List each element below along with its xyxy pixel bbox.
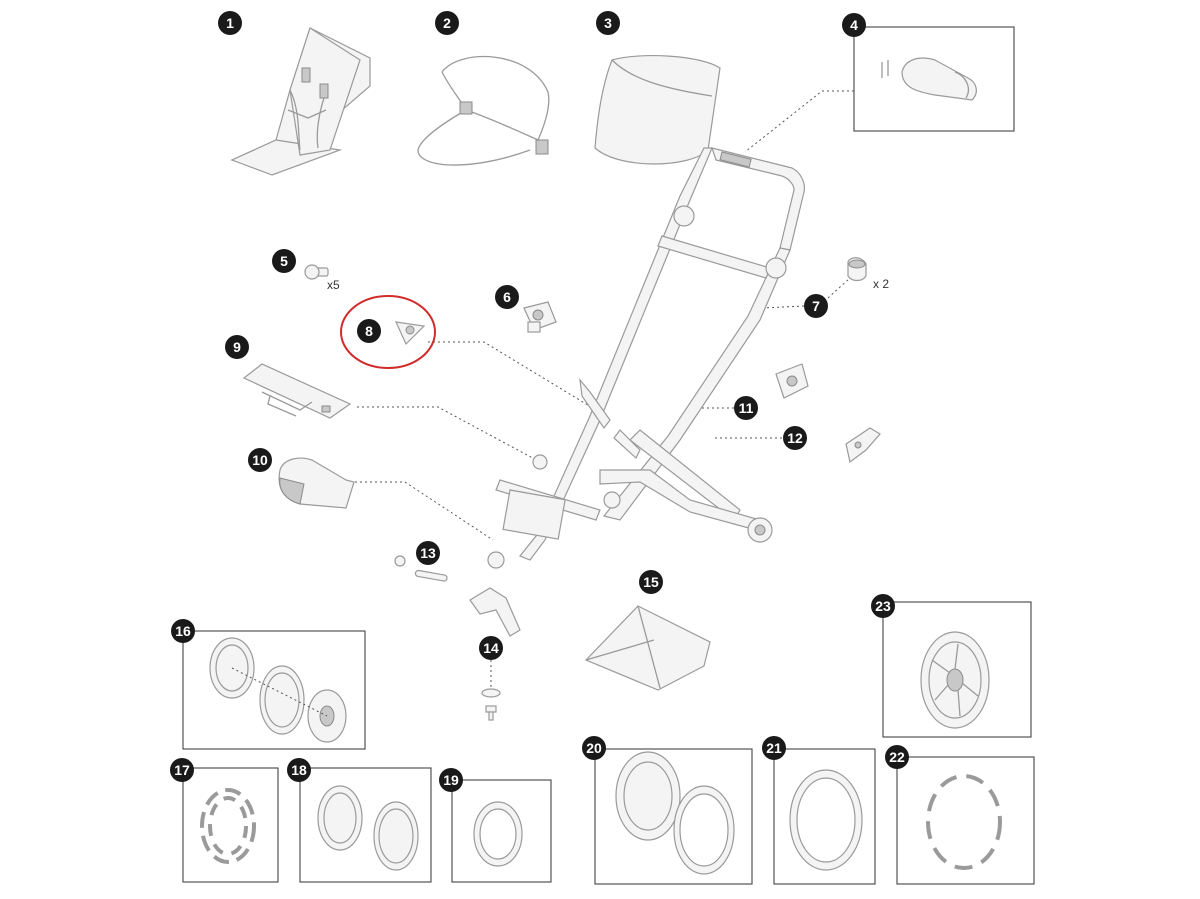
badge-19: 19 xyxy=(439,768,463,792)
svg-text:16: 16 xyxy=(175,623,191,639)
part-2-wire-frame xyxy=(417,55,550,166)
svg-text:20: 20 xyxy=(586,740,602,756)
badge-8: 8 xyxy=(357,319,381,343)
leader-7 xyxy=(761,305,805,309)
svg-text:9: 9 xyxy=(233,339,241,355)
part-7-end-cap xyxy=(847,257,867,282)
svg-text:1: 1 xyxy=(226,15,234,31)
part-3-canopy xyxy=(594,54,721,165)
badge-17: 17 xyxy=(170,758,194,782)
part-14-washer-screw xyxy=(481,688,501,721)
part-16-wheel-assembly xyxy=(209,637,347,743)
badge-3: 3 xyxy=(596,11,620,35)
badge-9: 9 xyxy=(225,335,249,359)
part-22-ring-segments xyxy=(926,774,1002,870)
part-23-full-wheel xyxy=(920,631,990,729)
part-10-footrest-cover xyxy=(278,457,355,509)
badge-7: 7 xyxy=(804,294,828,318)
stroller-frame xyxy=(487,147,805,569)
part-8-triangle-clip xyxy=(395,321,426,346)
badge-1: 1 xyxy=(218,11,242,35)
part-5-bolt xyxy=(304,264,329,280)
svg-text:5: 5 xyxy=(280,253,288,269)
part-6-pivot-knob xyxy=(523,301,557,333)
svg-text:12: 12 xyxy=(787,430,803,446)
part-19-tire-ring xyxy=(473,801,523,867)
part-17-box xyxy=(182,767,279,883)
part-11-bracket xyxy=(775,363,809,399)
badge-14: 14 xyxy=(479,636,503,660)
badge-11: 11 xyxy=(734,396,758,420)
leader-10 xyxy=(355,481,494,541)
badge-6: 6 xyxy=(495,285,519,309)
leader-4 xyxy=(744,90,854,153)
badge-16: 16 xyxy=(171,619,195,643)
svg-text:11: 11 xyxy=(739,400,754,416)
badge-22: 22 xyxy=(885,745,909,769)
svg-text:6: 6 xyxy=(503,289,511,305)
part-20-box xyxy=(594,748,753,885)
svg-text:19: 19 xyxy=(443,772,459,788)
part-18-box xyxy=(299,767,432,883)
svg-text:15: 15 xyxy=(643,574,659,590)
svg-text:7: 7 xyxy=(812,298,820,314)
badge-15: 15 xyxy=(639,570,663,594)
part-7-quantity: x 2 xyxy=(873,277,889,291)
part-23-box xyxy=(882,601,1032,738)
part-18-wheel-tire xyxy=(317,785,419,871)
part-21-tire-ring xyxy=(789,769,863,871)
leader-9 xyxy=(357,406,541,463)
svg-text:21: 21 xyxy=(766,740,782,756)
part-12-latch xyxy=(845,427,881,464)
badge-18: 18 xyxy=(287,758,311,782)
svg-text:3: 3 xyxy=(604,15,612,31)
part-9-tray-plate xyxy=(242,363,352,419)
part-17-ring-segments xyxy=(200,788,256,864)
part-4-box xyxy=(853,26,1015,132)
leader-7b xyxy=(827,277,851,299)
svg-text:14: 14 xyxy=(483,640,499,656)
part-4-handle-grip xyxy=(881,57,977,101)
part-1-seat-insert xyxy=(230,27,371,176)
svg-text:18: 18 xyxy=(291,762,307,778)
svg-text:8: 8 xyxy=(365,323,373,339)
svg-text:10: 10 xyxy=(252,452,268,468)
part-15-basket xyxy=(584,605,711,691)
svg-text:22: 22 xyxy=(889,749,905,765)
svg-text:2: 2 xyxy=(443,15,451,31)
badge-10: 10 xyxy=(248,448,272,472)
svg-text:17: 17 xyxy=(174,762,190,778)
part-21-box xyxy=(773,748,876,885)
badge-5: 5 xyxy=(272,249,296,273)
part-16-box xyxy=(182,630,366,750)
part-22-box xyxy=(896,756,1035,885)
badge-12: 12 xyxy=(783,426,807,450)
badge-13: 13 xyxy=(416,541,440,565)
part-19-box xyxy=(451,779,552,883)
badge-2: 2 xyxy=(435,11,459,35)
part-8-highlight-circle xyxy=(340,295,436,369)
svg-text:4: 4 xyxy=(850,17,858,33)
badge-21: 21 xyxy=(762,736,786,760)
svg-text:23: 23 xyxy=(875,598,891,614)
part-5-quantity: x5 xyxy=(327,278,340,292)
part-13-axle-pin xyxy=(394,555,521,637)
badge-20: 20 xyxy=(582,736,606,760)
badge-4: 4 xyxy=(842,13,866,37)
part-20-large-wheel xyxy=(615,751,735,875)
badge-23: 23 xyxy=(871,594,895,618)
leader-8 xyxy=(428,341,597,411)
svg-text:13: 13 xyxy=(420,545,436,561)
